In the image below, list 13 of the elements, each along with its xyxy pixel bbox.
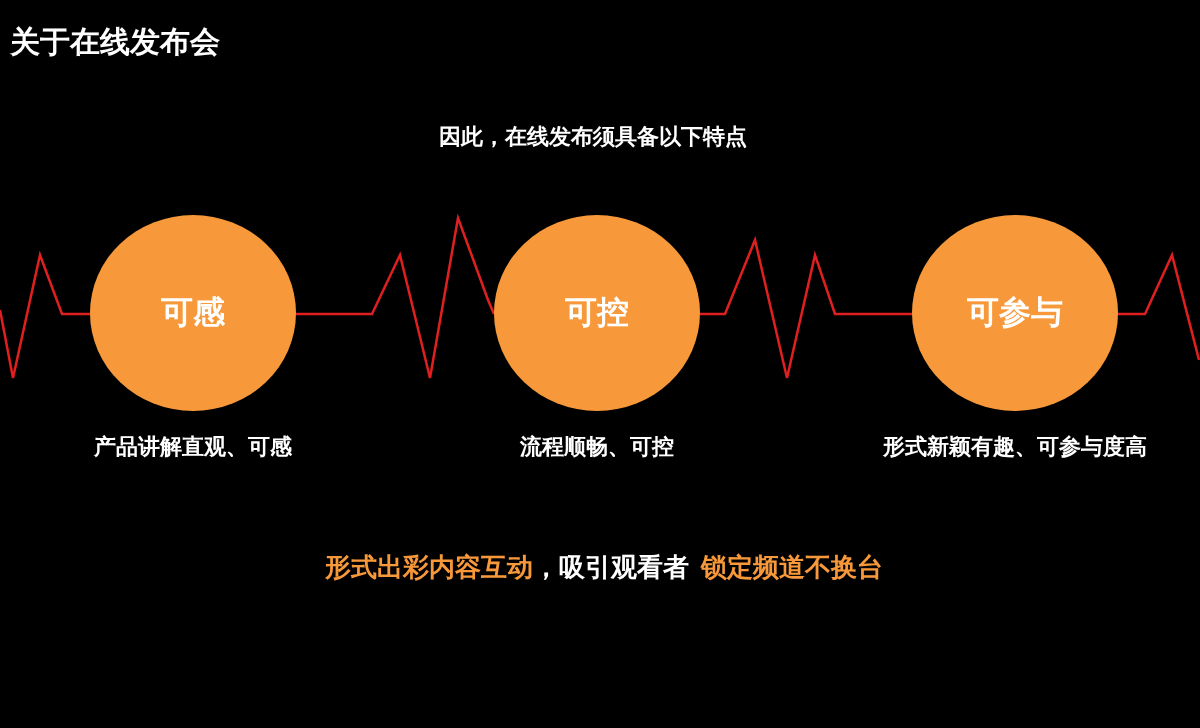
pulse-line [700, 235, 912, 380]
feature-caption: 流程顺畅、可控 [520, 433, 674, 461]
highlight-text: 形式出彩内容互动 [325, 552, 533, 582]
circle-label: 可控 [565, 292, 629, 333]
page-title: 关于在线发布会 [10, 23, 220, 61]
feature-caption: 形式新颖有趣、可参与度高 [883, 433, 1147, 461]
subtitle: 因此，在线发布须具备以下特点 [438, 123, 748, 151]
pulse-line [296, 213, 496, 380]
feature-caption: 产品讲解直观、可感 [94, 433, 292, 461]
circle-label: 可感 [161, 292, 225, 333]
circle-label: 可参与 [967, 292, 1063, 333]
slogan-text: ，吸引观看者 [533, 552, 689, 582]
highlight-text: 锁定频道不换台 [701, 552, 883, 582]
